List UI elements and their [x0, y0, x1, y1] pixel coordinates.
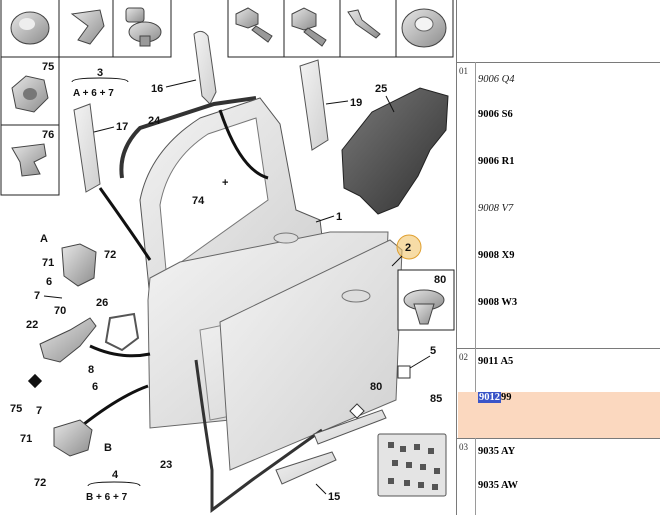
callout-1: 1: [336, 211, 342, 223]
callout-4: 4: [112, 469, 119, 481]
panel-header: [457, 0, 660, 63]
parts-list-panel: 01 9006 Q4 9006 S6 9006 R1 9008 V7 9008 …: [456, 0, 660, 515]
bolt-icon: [291, 7, 327, 47]
washer-screw-icon: [401, 8, 447, 48]
callout-15: 15: [328, 491, 340, 503]
callout-72b: 72: [34, 477, 46, 489]
section-number: 03: [459, 442, 468, 452]
callout-22: 22: [26, 319, 38, 331]
part-code: 901299: [478, 392, 512, 403]
callout-8: 8: [88, 364, 94, 376]
part-code: 9008 V7: [478, 203, 514, 214]
door-seal-23: [194, 359, 323, 513]
callout-3-sub: A + 6 + 7: [73, 88, 114, 99]
lower-hinge-icon: [53, 419, 93, 457]
pillar-trim-17: [73, 103, 101, 193]
door-check-icon: [39, 317, 97, 363]
part-row[interactable]: 9006 S6: [476, 97, 660, 143]
brace: [71, 77, 129, 83]
part-row[interactable]: 9011 A5: [476, 344, 660, 390]
callout-70: 70: [54, 305, 66, 317]
part-row[interactable]: 9035 AY: [476, 434, 660, 480]
gasket-26-icon: [104, 312, 140, 352]
callout-71b: 71: [20, 433, 32, 445]
part-row[interactable]: 9008 V7: [476, 191, 660, 237]
callout-23: 23: [160, 459, 172, 471]
callout-7a: 7: [34, 290, 40, 302]
callout-19: 19: [350, 97, 362, 109]
callout-72a: 72: [104, 249, 116, 261]
part-row[interactable]: 9035 AW: [476, 468, 660, 514]
callout-75b: 75: [10, 403, 22, 415]
part-code: 9006 S6: [478, 109, 513, 120]
plug-75b-icon: [27, 373, 43, 389]
callout-2: 2: [405, 242, 411, 254]
exploded-door-diagram: 75 76 3 A + 6 + 7 16 17 24 19 25 1 2 74 …: [0, 0, 455, 513]
trim-strip-16: [193, 30, 217, 105]
callout-80a: 80: [370, 381, 382, 393]
callout-71a: 71: [42, 257, 54, 269]
nut-icon: [11, 75, 49, 113]
fastener-box-row-top: [0, 0, 454, 58]
callout-B: B: [104, 442, 112, 454]
push-clip-icon: [403, 289, 445, 325]
part-code-rest: 99: [501, 392, 512, 403]
callout-25: 25: [375, 83, 387, 95]
section-number: 01: [459, 66, 468, 76]
callout-75: 75: [42, 61, 54, 73]
callout-24: 24: [148, 115, 161, 127]
clip-box-icon: [397, 365, 411, 379]
part-row[interactable]: 9008 X9: [476, 238, 660, 284]
section-number: 02: [459, 352, 468, 362]
callout-4-sub: B + 6 + 7: [86, 492, 128, 503]
callout-5: 5: [430, 345, 436, 357]
callout-17: 17: [116, 121, 128, 133]
part-row[interactable]: 9008 W3: [476, 285, 660, 331]
part-row[interactable]: 9006 Q4: [476, 62, 660, 108]
callout-6b: 6: [92, 381, 98, 393]
plug-icon: [11, 143, 47, 177]
callout-A: A: [40, 233, 48, 245]
callout-26: 26: [96, 297, 108, 309]
part-code: 9006 R1: [478, 156, 515, 167]
callout-74: 74: [192, 195, 205, 207]
plus-sign: +: [222, 177, 228, 189]
callout-80b: 80: [434, 274, 446, 286]
search-highlight: 9012: [478, 392, 501, 403]
callout-7b: 7: [36, 405, 42, 417]
callout-16: 16: [151, 83, 163, 95]
callout-76: 76: [42, 129, 54, 141]
fastener-icon: [10, 11, 50, 45]
part-code: 9006 Q4: [478, 74, 515, 85]
brace: [87, 481, 141, 487]
clip-box-icon: [349, 403, 365, 419]
rivet-icon: [347, 9, 381, 39]
upper-hinge-icon: [61, 243, 97, 287]
part-code: 9008 X9: [478, 250, 515, 261]
part-code: 9008 W3: [478, 297, 518, 308]
part-row[interactable]: 9006 R1: [476, 144, 660, 190]
callout-3: 3: [97, 67, 103, 79]
part-code: 9035 AW: [478, 480, 518, 491]
callout-6a: 6: [46, 276, 52, 288]
clip-icon: [70, 9, 105, 45]
part-code: 9035 AY: [478, 446, 516, 457]
window-seal-24: [119, 96, 257, 179]
moulding-strip: [313, 409, 387, 445]
inner-panel-25: [341, 87, 449, 215]
highlight-callout-2: [396, 234, 422, 260]
kit-parts-icon: [388, 442, 440, 490]
callout-85: 85: [430, 393, 442, 405]
sill-trim-15: [275, 451, 337, 485]
part-code: 9011 A5: [478, 356, 514, 367]
part-row-selected[interactable]: 901299: [458, 392, 660, 438]
screw-icon: [125, 7, 162, 47]
pillar-trim-19: [299, 59, 329, 151]
screw-icon: [235, 7, 273, 43]
